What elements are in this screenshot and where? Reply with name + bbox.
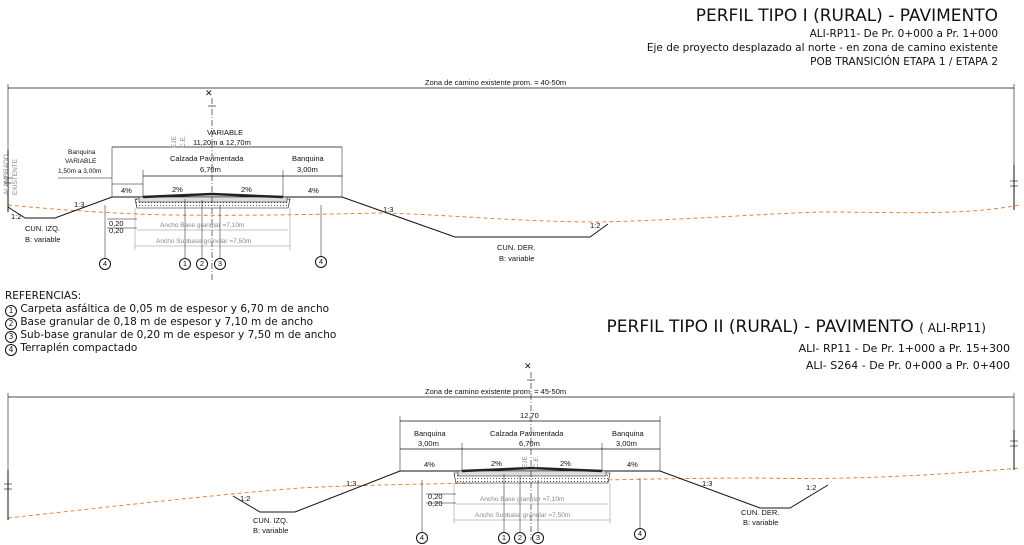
p1-cun-der-b: B: variable <box>499 254 535 263</box>
profile1-drawing <box>4 84 1021 280</box>
p2-slope-2a: 2% <box>491 459 502 468</box>
p2-ratio-13b: 1:3 <box>702 479 713 488</box>
reference-num: 2 <box>5 318 17 330</box>
p2-ratio-12b: 1:2 <box>806 483 817 492</box>
p1-cun-izq: CUN. IZQ. <box>25 224 60 233</box>
p2-base-label: Ancho Base granular =7,10m <box>480 496 565 503</box>
reference-num: 1 <box>5 305 17 317</box>
p1-ratio-13a: 1:3 <box>74 200 85 209</box>
p2-banquina-l-label: Banquina <box>414 429 446 438</box>
p1-banquina-var-label: Banquina <box>68 149 96 156</box>
p2-base-layer <box>457 470 607 477</box>
p2-banquina-r-dim: 3,00m <box>616 439 637 448</box>
p2-ratio-13a: 1:3 <box>346 479 357 488</box>
p2-marker-2: 2 <box>514 532 526 544</box>
p1-marker-4a: 4 <box>99 258 111 270</box>
reference-item: 3 Sub-base granular de 0,20 m de espesor… <box>5 329 337 343</box>
p2-ce-label: C.E. <box>533 455 540 468</box>
p1-marker-1: 1 <box>179 258 191 270</box>
profile1-subtitle-1: ALI-RP11- De Pr. 0+000 a Pr. 1+000 <box>809 28 998 40</box>
p1-slope-2b: 2% <box>241 185 252 194</box>
reference-text: Sub-base granular de 0,20 m de espesor y… <box>20 329 337 341</box>
p1-alambrado-label: ALAMBRADO <box>3 154 10 195</box>
p2-banquina-r-label: Banquina <box>612 429 644 438</box>
p2-marker-4a: 4 <box>416 532 428 544</box>
p1-calzada-label: Calzada Pavimentada <box>170 154 244 163</box>
p1-slope-4a: 4% <box>121 186 132 195</box>
p2-cun-izq: CUN. IZQ. <box>253 516 288 525</box>
p1-marker-3: 3 <box>214 258 226 270</box>
profile2-subtitle-1: ALI- RP11 - De Pr. 1+000 a Pr. 15+300 <box>798 342 1010 355</box>
p1-axis-symbol-icon: ✕ <box>205 88 213 98</box>
p2-banquina-l-dim: 3,00m <box>418 439 439 448</box>
p1-cun-der: CUN. DER. <box>497 243 536 252</box>
p1-thick-020a: 0,20 <box>109 219 124 228</box>
p1-base-label: Ancho Base granular =7,10m <box>160 222 245 229</box>
p1-eje-label: EJE <box>171 136 178 148</box>
profile2-title: PERFIL TIPO II (RURAL) - PAVIMENTO <box>606 317 914 337</box>
p2-total-dim: 12,70 <box>520 411 539 420</box>
p1-thick-020b: 0,20 <box>109 226 124 235</box>
p1-ratio-12b: 1:2 <box>590 221 601 230</box>
p1-cun-izq-b: B: variable <box>25 235 61 244</box>
p2-slope-2b: 2% <box>560 459 571 468</box>
profile2-title-suffix: ( ALI-RP11) <box>919 321 986 335</box>
reference-item: 4 Terraplén compactado <box>5 342 336 356</box>
p2-eje-label: EJE <box>522 456 529 468</box>
p1-subbase-label: Ancho Subbase granular =7,50m <box>156 238 252 245</box>
p2-zona-label: Zona de camino existente prom. = 45-50m <box>425 387 567 396</box>
reference-item: 2 Base granular de 0,18 m de espesor y 7… <box>5 316 336 330</box>
p2-calzada-label: Calzada Pavimentada <box>490 429 564 438</box>
p1-marker-4b: 4 <box>315 256 327 268</box>
p2-axis-symbol-icon: ✕ <box>524 361 532 371</box>
profile2-title-row: PERFIL TIPO II (RURAL) - PAVIMENTO ( ALI… <box>607 317 986 337</box>
p2-calzada-dim: 6,70m <box>519 439 540 448</box>
reference-text: Carpeta asfáltica de 0,05 m de espesor y… <box>20 303 330 315</box>
p1-base-layer <box>138 196 288 203</box>
p1-slope-2a: 2% <box>172 185 183 194</box>
profile2-subtitle-2: ALI- S264 - De Pr. 0+000 a Pr. 0+400 <box>805 359 1010 372</box>
p2-thick-020b: 0,20 <box>428 499 443 508</box>
p1-banquina-var-dim: 1,50m a 3,00m <box>58 168 102 175</box>
p1-existente-label: EXISTENTE <box>12 158 19 195</box>
p1-calzada-dim: 6,70m <box>200 165 221 174</box>
p1-embankment-profile <box>7 196 609 238</box>
p1-ratio-12a: 1:2 <box>11 212 22 221</box>
p2-cun-der: CUN. DER. <box>741 508 780 517</box>
profile2-drawing <box>4 372 1021 540</box>
p2-ratio-12a: 1:2 <box>240 494 251 503</box>
p2-cun-der-b: B: variable <box>743 518 779 527</box>
p1-variable-dim: 11,20m a 12,70m <box>193 138 251 147</box>
p2-marker-1: 1 <box>498 532 510 544</box>
p1-banquina-dim: 3,00m <box>297 165 318 174</box>
p2-slope-4b: 4% <box>627 460 638 469</box>
reference-text: Base granular de 0,18 m de espesor y 7,1… <box>20 316 314 328</box>
p2-subbase-label: Ancho Subbase granular =7,50m <box>475 512 571 519</box>
profile1-subtitle-2: Eje de proyecto desplazado al norte - en… <box>646 42 998 54</box>
p2-thick-020a: 0,20 <box>428 492 443 501</box>
p1-banquina-label: Banquina <box>292 154 324 163</box>
p1-slope-4b: 4% <box>308 186 319 195</box>
p1-zona-label: Zona de camino existente prom. = 40-50m <box>425 78 567 87</box>
profile1-subtitle-3: POB TRANSICIÓN ETAPA 1 / ETAPA 2 <box>810 56 998 68</box>
p2-marker-3: 3 <box>532 532 544 544</box>
reference-num: 4 <box>5 344 17 356</box>
reference-item: 1 Carpeta asfáltica de 0,05 m de espesor… <box>5 303 336 317</box>
p1-ce-label: C.E. <box>180 135 187 148</box>
reference-text: Terraplén compactado <box>20 342 138 354</box>
reference-num: 3 <box>5 331 17 343</box>
profile1-title: PERFIL TIPO I (RURAL) - PAVIMENTO <box>695 6 998 26</box>
p1-terrain-line <box>7 204 1021 223</box>
references-title: REFERENCIAS: <box>5 290 82 302</box>
p2-slope-4a: 4% <box>424 460 435 469</box>
p1-variable-label: VARIABLE <box>207 128 244 137</box>
p1-banquina-var-label2: VARIABLE <box>65 158 97 165</box>
p1-ratio-13b: 1:3 <box>383 205 394 214</box>
references-block: REFERENCIAS: 1 Carpeta asfáltica de 0,05… <box>5 290 337 356</box>
p1-marker-2: 2 <box>196 258 208 270</box>
p2-cun-izq-b: B: variable <box>253 526 289 535</box>
p2-marker-4b: 4 <box>634 528 646 540</box>
